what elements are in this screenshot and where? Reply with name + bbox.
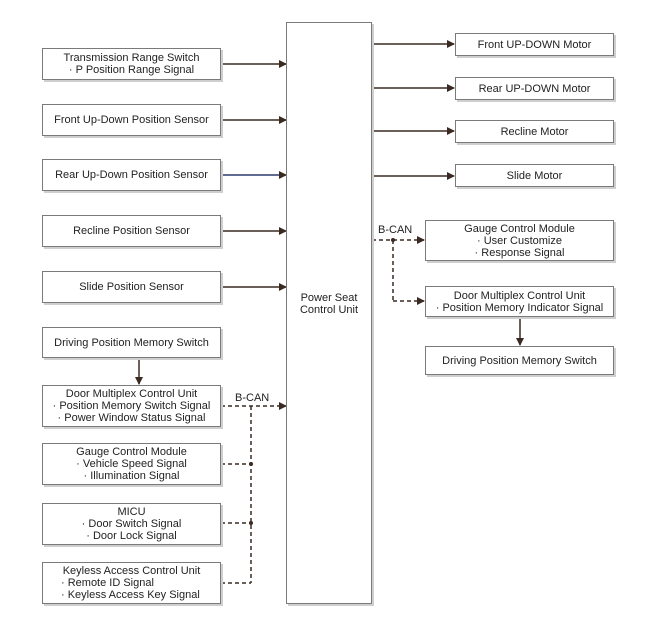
power-seat-control-unit [286,22,372,604]
can-junction [249,462,253,466]
box-title: Gauge Control Module [464,222,575,235]
bus-label-right: B-CAN [378,224,413,236]
box-title: Rear Up-Down Position Sensor [55,169,208,181]
input-transmission-range-switch: Transmission Range Switch · P Position R… [42,48,221,80]
box-signal: · Response Signal [474,246,565,259]
box-title: Recline Motor [500,125,569,138]
box-title: Gauge Control Module [76,446,187,458]
box-title: Keyless Access Control Unit [62,565,201,577]
box-title: Slide Position Sensor [79,281,184,293]
output-slide-motor: Slide Motor [455,164,614,187]
box-signal: · Keyless Access Key Signal [61,589,200,601]
output-driving-position-memory-switch: Driving Position Memory Switch [425,346,614,375]
box-signal: · P Position Range Signal [68,64,195,76]
box-signal: · Position Memory Switch Signal [52,400,211,412]
box-title: Driving Position Memory Switch [54,336,209,349]
controller-label-line2: Control Unit [299,304,359,316]
box-title: MICU [117,506,146,518]
box-title: Recline Position Sensor [73,225,190,237]
box-signal: · Door Lock Signal [86,530,177,542]
box-signal: · Position Memory Indicator Signal [435,301,604,314]
output-door-multiplex-control-unit: Door Multiplex Control Unit · Position M… [425,286,614,317]
can-junction [249,521,253,525]
input-door-multiplex-control-unit: Door Multiplex Control Unit · Position M… [42,385,221,427]
box-signal: · Vehicle Speed Signal [76,458,187,470]
input-front-position-sensor: Front Up-Down Position Sensor [42,104,221,136]
input-driving-position-memory-switch: Driving Position Memory Switch [42,327,221,358]
output-front-updown-motor: Front UP-DOWN Motor [455,33,614,56]
output-gauge-control-module: Gauge Control Module · User Customize · … [425,220,614,261]
input-gauge-control-module: Gauge Control Module · Vehicle Speed Sig… [42,443,221,485]
bus-label-left: B-CAN [235,392,270,404]
output-recline-motor: Recline Motor [455,120,614,143]
can-junction [391,238,395,242]
box-signal: · Power Window Status Signal [57,412,206,424]
box-signal: · Illumination Signal [83,470,180,482]
box-title: Door Multiplex Control Unit [65,388,198,400]
box-title: Door Multiplex Control Unit [453,289,586,302]
input-keyless-access-control-unit: Keyless Access Control Unit · Remote ID … [42,562,221,604]
input-rear-position-sensor: Rear Up-Down Position Sensor [42,159,221,191]
controller-label-line1: Power Seat [300,292,358,304]
box-signal: · Door Switch Signal [81,518,182,530]
box-title: Front Up-Down Position Sensor [54,114,209,126]
box-title: Driving Position Memory Switch [442,354,597,367]
box-signal: · Remote ID Signal [61,577,154,589]
box-title: Slide Motor [506,169,563,182]
input-micu: MICU · Door Switch Signal · Door Lock Si… [42,503,221,545]
box-title: Rear UP-DOWN Motor [478,82,591,95]
box-signal: · User Customize [477,234,562,247]
controller-label: Power Seat Control Unit [286,292,372,316]
box-title: Transmission Range Switch [63,52,200,64]
box-title: Front UP-DOWN Motor [477,38,592,51]
input-recline-position-sensor: Recline Position Sensor [42,215,221,247]
input-slide-position-sensor: Slide Position Sensor [42,271,221,303]
output-rear-updown-motor: Rear UP-DOWN Motor [455,77,614,100]
